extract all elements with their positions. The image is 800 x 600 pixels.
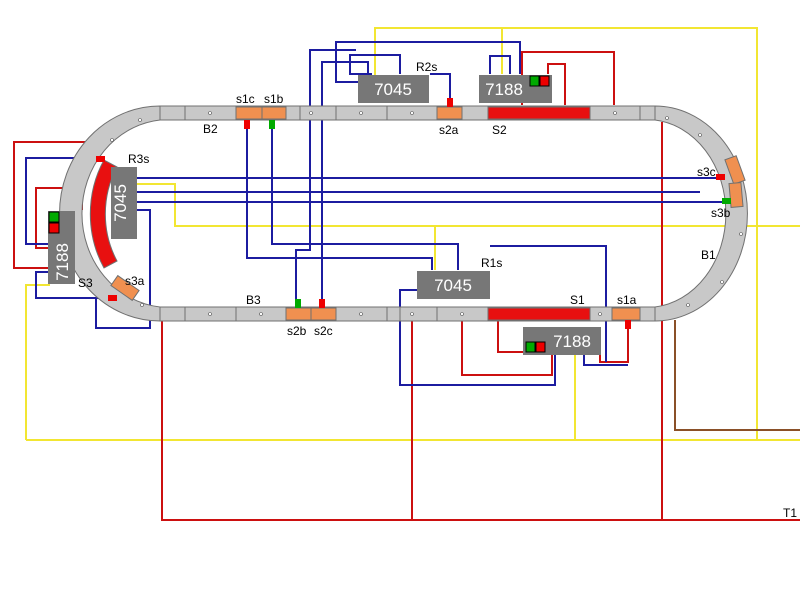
sensor-s1b [261,106,287,120]
label-s2: S2 [492,123,507,137]
marker-r3s [96,156,105,162]
label-s2c: s2c [314,324,333,338]
sensor-s3b [728,181,744,209]
sensor-s2b [285,307,312,321]
blue-wire-s3-low [35,271,110,299]
signal-red-icon [48,222,60,234]
blue-wire-r2s [430,73,451,104]
signal-red-icon [539,75,550,87]
left-curve [59,105,161,322]
sensor-s1a [611,307,641,321]
signal-red-icon [535,341,546,353]
module-7045-left-label: 7045 [111,184,130,222]
blue-wire-s1-low [583,355,628,366]
module-7045-bottom: 7045 [417,271,490,299]
module-7045-left: 7045 [111,167,137,239]
signal-green-icon [525,341,536,353]
stop-section-s1 [487,307,591,321]
label-b1: B1 [701,248,716,262]
contact-markers [96,98,731,329]
blue-wire-r1s-right [490,245,607,362]
label-s2b: s2b [287,324,307,338]
label-s1a: s1a [617,293,637,307]
red-wire-t1 [161,320,800,521]
label-s3b: s3b [711,206,731,220]
label-r3s: R3s [128,152,149,166]
marker-s1b [269,120,275,129]
module-7045-top: 7045 [358,75,429,103]
module-7188-top-label: 7188 [485,80,523,99]
marker-s3c [716,174,725,180]
module-7045-bottom-label: 7045 [434,276,472,295]
yellow-wire-cross [136,183,800,227]
red-wire-s1-b [497,320,525,353]
brown-wire [674,320,800,431]
blue-wire-7045-top-a [335,41,521,83]
label-s1: S1 [570,293,585,307]
module-7188-top: 7188 [479,75,552,103]
blue-wire-7188-top [489,55,511,74]
track-dots [110,111,743,316]
label-b2: B2 [203,122,218,136]
signal-green-icon [48,211,60,223]
marker-s3b [722,198,731,204]
stop-section-s2 [487,106,591,120]
sensor-s3a [110,274,140,302]
sensor-s2a [436,106,463,120]
blue-wire-s1b [271,125,459,270]
marker-s3a [108,295,117,301]
yellow-wire-left-frame [25,284,50,440]
brown-wires [674,320,800,431]
blue-wire-s2b [295,49,356,300]
module-7188-left-label: 7188 [53,243,72,281]
sensor-s2c [310,307,337,321]
module-7188-bottom: 7188 [523,327,601,355]
red-wire-s1a [599,328,629,363]
marker-s2c [319,299,325,308]
label-s1c: s1c [236,92,255,106]
label-s3: S3 [78,276,93,290]
track-loop [59,105,748,322]
signal-green-icon [529,75,540,87]
blue-wire-s1c [246,125,433,270]
module-7188-left: 7188 [48,211,75,284]
track-details [184,106,641,321]
label-s2a: s2a [439,123,459,137]
sensor-s1c [235,106,263,120]
blue-wire-r1s-down [399,289,556,386]
red-wire-s2-b [547,63,566,105]
marker-s1a [625,320,631,329]
module-7188-bottom-label: 7188 [553,332,591,351]
right-curve [654,105,748,322]
stop-section-s3 [89,159,118,269]
blue-wire-s2c [321,61,369,300]
marker-s1c [244,120,250,129]
yellow-wire-top-frame [374,27,758,440]
label-b3: B3 [246,293,261,307]
label-r2s: R2s [416,60,437,74]
red-wire-s1-a [461,320,553,376]
label-s1b: s1b [264,92,284,106]
marker-s2b [295,299,301,308]
module-7045-top-label: 7045 [374,80,412,99]
label-s3a: s3a [125,274,145,288]
blue-wire-s3-frame [25,157,90,245]
label-t1: T1 [783,506,797,520]
label-r1s: R1s [481,256,502,270]
blue-wire-7045-top-b [349,54,401,75]
label-s3c: s3c [697,165,716,179]
marker-s2a [447,98,453,107]
